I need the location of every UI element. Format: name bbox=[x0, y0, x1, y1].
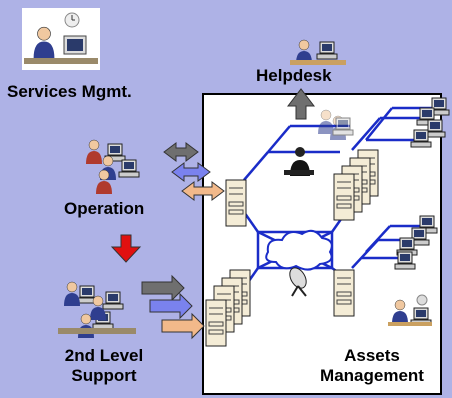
second-level-line1: 2nd Level bbox=[64, 346, 144, 365]
network-cloud bbox=[265, 229, 333, 271]
support-arrows bbox=[141, 274, 205, 340]
second-level-line2: Support bbox=[71, 366, 137, 385]
workstations-lower-right bbox=[394, 215, 438, 270]
assets-line1: Assets bbox=[344, 346, 400, 365]
assets-manager-icon bbox=[388, 294, 432, 326]
workstations-upper-right bbox=[410, 97, 450, 148]
office-workers-icon bbox=[317, 109, 354, 141]
server-stack-right-lower bbox=[333, 269, 355, 317]
assets-management-label: Assets Management bbox=[306, 346, 438, 386]
helpdesk-label: Helpdesk bbox=[256, 66, 332, 85]
helpdesk-arrow bbox=[286, 88, 316, 120]
operation-icon bbox=[85, 139, 140, 195]
server-stack-right-upper bbox=[333, 149, 379, 221]
services-mgmt-icon bbox=[22, 8, 100, 70]
satellite-dish-icon bbox=[289, 267, 307, 297]
server-stack-left-lower bbox=[205, 269, 251, 347]
escalation-arrow bbox=[110, 234, 142, 263]
server-stack-left-upper bbox=[225, 179, 247, 227]
second-level-support-icon bbox=[58, 281, 136, 339]
operation-label: Operation bbox=[64, 199, 145, 218]
assets-line2: Management bbox=[320, 366, 424, 385]
operation-arrows bbox=[163, 142, 225, 201]
office-worker-dark-icon bbox=[284, 147, 314, 176]
second-level-support-label: 2nd Level Support bbox=[52, 346, 156, 386]
helpdesk-icon bbox=[290, 39, 346, 65]
services-mgmt-label: Services Mgmt. bbox=[7, 82, 132, 101]
